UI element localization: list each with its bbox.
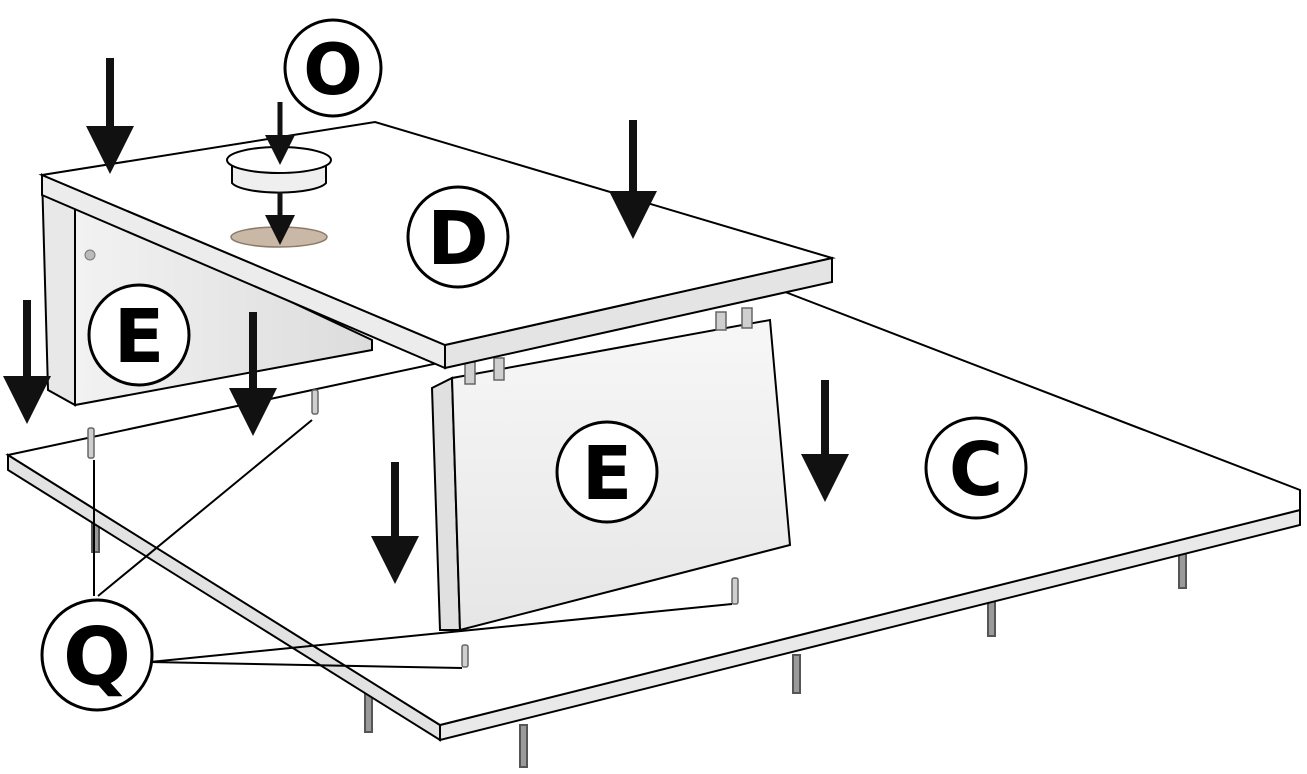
svg-text:C: C	[949, 427, 1003, 513]
label-q: Q	[40, 598, 154, 712]
label-e-left: E	[87, 283, 191, 387]
svg-text:Q: Q	[63, 611, 131, 704]
label-e-front: E	[555, 420, 659, 524]
grommet-o	[226, 146, 332, 194]
svg-text:E: E	[114, 294, 165, 380]
svg-text:E: E	[582, 431, 633, 517]
label-o: O	[283, 18, 383, 118]
svg-text:O: O	[303, 29, 363, 111]
label-d: D	[406, 185, 510, 289]
label-c: C	[924, 416, 1028, 520]
leveling-feet	[91, 499, 1187, 768]
connector-pins	[464, 307, 753, 385]
direction-arrows	[3, 58, 849, 584]
svg-text:D: D	[427, 196, 488, 282]
dowels-q	[87, 389, 739, 668]
q-leader-lines	[93, 419, 733, 669]
